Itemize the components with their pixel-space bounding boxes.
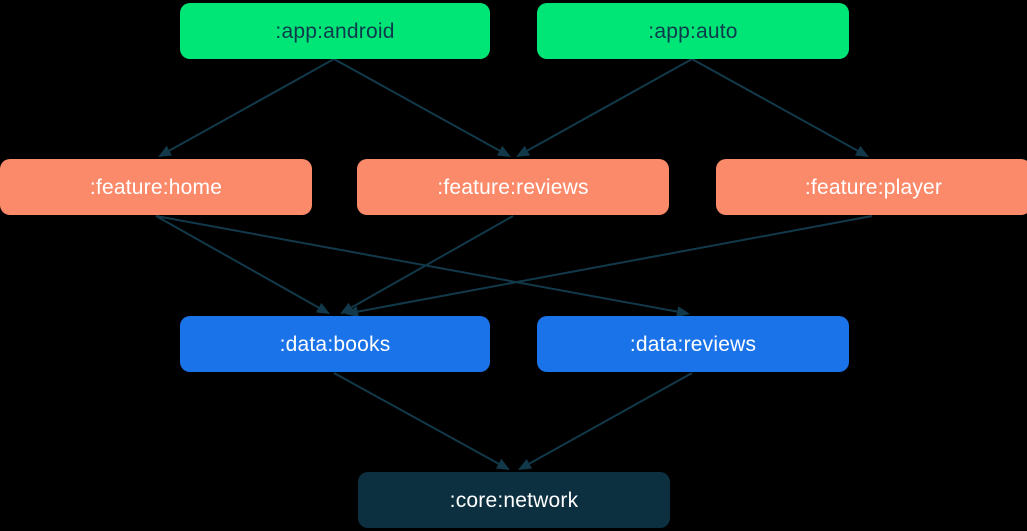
node-label: :core:network xyxy=(449,488,579,512)
node-feature-reviews[interactable]: :feature:reviews xyxy=(357,159,669,215)
node-label: :feature:reviews xyxy=(437,175,589,199)
node-label: :app:auto xyxy=(648,19,738,43)
arrowhead-icon xyxy=(516,145,531,157)
edge-line xyxy=(357,215,873,313)
arrowhead-icon xyxy=(518,458,533,470)
node-label: :feature:home xyxy=(89,175,223,199)
node-label: :data:reviews xyxy=(629,332,757,356)
edge-app-auto-to-feature-reviews xyxy=(516,58,693,157)
edge-line xyxy=(526,58,693,152)
arrowhead-icon xyxy=(340,302,355,314)
edge-line xyxy=(333,58,501,152)
arrowhead-icon xyxy=(495,458,510,470)
node-data-books[interactable]: :data:books xyxy=(180,316,490,372)
edge-data-reviews-to-core-network xyxy=(518,372,693,470)
edge-app-android-to-feature-home xyxy=(158,58,335,157)
edge-line xyxy=(528,372,693,465)
edge-line xyxy=(350,215,514,309)
edge-feature-player-to-data-books xyxy=(345,215,873,318)
edge-line xyxy=(155,215,678,313)
node-label: :data:books xyxy=(279,332,391,356)
edge-feature-reviews-to-data-books xyxy=(340,215,514,314)
edge-data-books-to-core-network xyxy=(333,372,510,470)
edge-feature-home-to-data-books xyxy=(155,215,330,314)
node-feature-home[interactable]: :feature:home xyxy=(0,159,312,215)
node-app-android[interactable]: :app:android xyxy=(180,3,490,59)
edge-line xyxy=(155,215,320,309)
edge-feature-home-to-data-reviews xyxy=(155,215,690,318)
node-label: :feature:player xyxy=(804,175,943,199)
arrowhead-icon xyxy=(496,145,511,157)
edge-line xyxy=(168,58,335,152)
edge-app-auto-to-feature-player xyxy=(691,58,869,157)
arrowhead-icon xyxy=(315,302,330,314)
arrowhead-icon xyxy=(158,145,173,157)
arrowhead-icon xyxy=(854,145,869,157)
node-label: :app:android xyxy=(275,19,395,43)
node-data-reviews[interactable]: :data:reviews xyxy=(537,316,849,372)
edge-line xyxy=(691,58,859,152)
edge-app-android-to-feature-reviews xyxy=(333,58,511,157)
node-app-auto[interactable]: :app:auto xyxy=(537,3,849,59)
node-feature-player[interactable]: :feature:player xyxy=(716,159,1027,215)
node-core-network[interactable]: :core:network xyxy=(358,472,670,528)
edge-line xyxy=(333,372,500,465)
